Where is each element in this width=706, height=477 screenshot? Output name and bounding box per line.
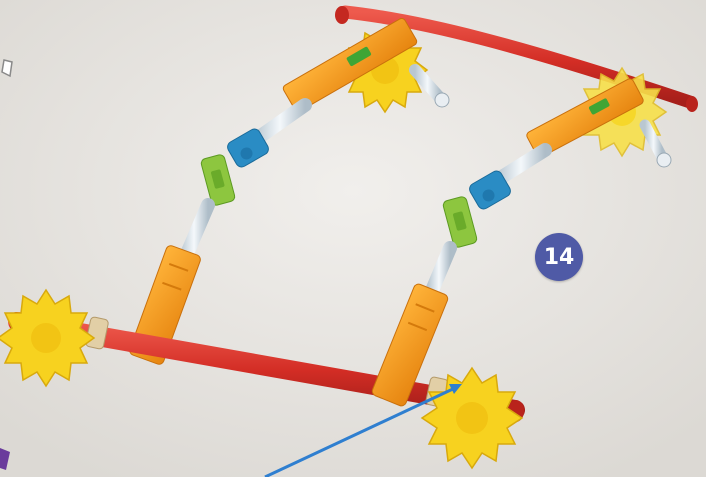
step-number-badge: 14 xyxy=(535,233,583,281)
